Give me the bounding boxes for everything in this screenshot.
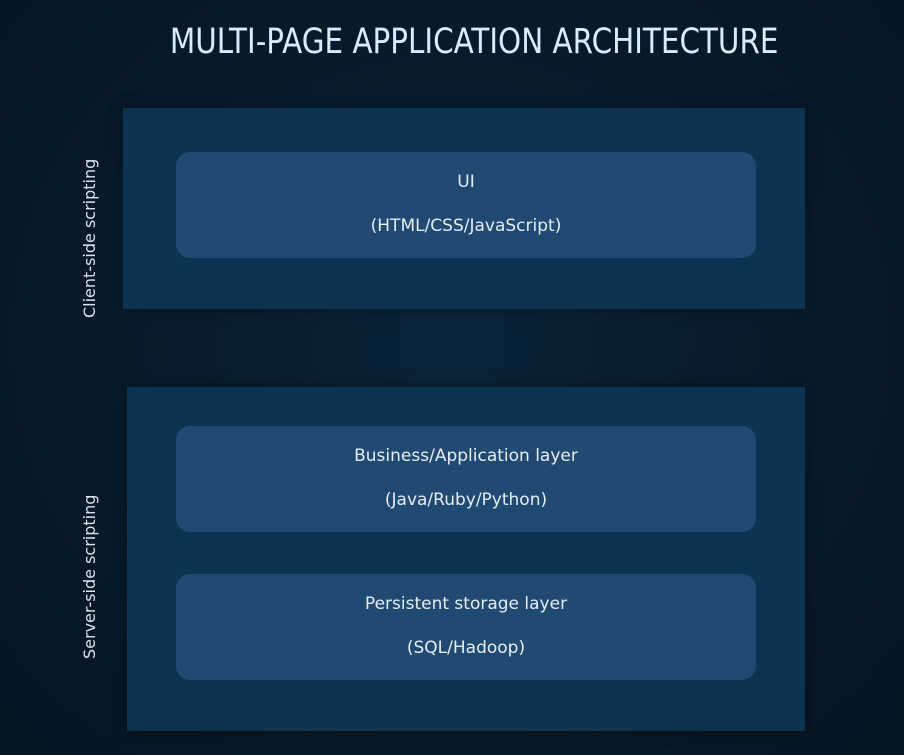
ui-layer-box: UI (HTML/CSS/JavaScript) — [176, 152, 756, 258]
ui-layer-tech: (HTML/CSS/JavaScript) — [370, 216, 562, 236]
ui-layer-name: UI — [457, 172, 475, 192]
business-layer-tech: (Java/Ruby/Python) — [384, 490, 548, 510]
storage-layer-name: Persistent storage layer — [364, 594, 568, 614]
business-layer-box: Business/Application layer (Java/Ruby/Py… — [176, 426, 756, 532]
client-side-label: Client-side scripting — [80, 158, 99, 318]
storage-layer-tech: (SQL/Hadoop) — [406, 638, 526, 658]
storage-layer-box: Persistent storage layer (SQL/Hadoop) — [176, 574, 756, 680]
diagram-title: MULTI-PAGE APPLICATION ARCHITECTURE — [169, 22, 779, 62]
server-side-label: Server-side scripting — [80, 494, 99, 659]
business-layer-name: Business/Application layer — [354, 446, 578, 466]
